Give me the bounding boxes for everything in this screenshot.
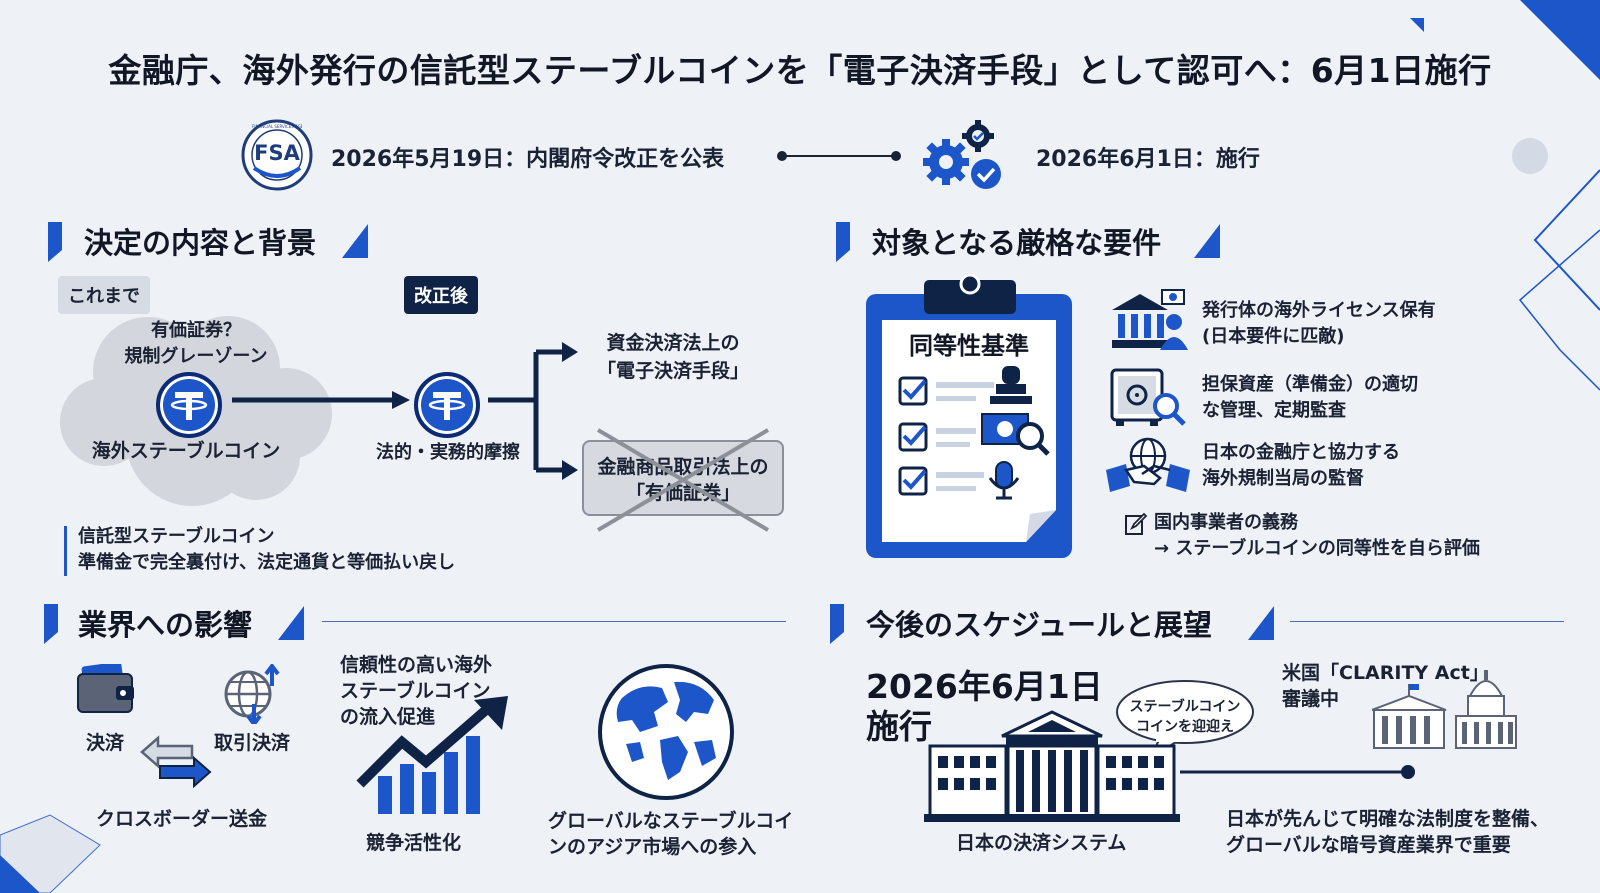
note-bar [64, 526, 67, 576]
sec2-title: 対象となる厳格な要件 [872, 226, 1162, 260]
rejected-cross-mark [596, 428, 770, 532]
timeline-connector [777, 151, 901, 161]
note-line-2: 準備金で完全裏付け、法定通貨と等価払い戻し [78, 552, 456, 573]
date-announce: 2026年5月19日：内閣府令改正を公表 [331, 147, 725, 172]
coin-label: 海外ステーブルコイン [91, 440, 281, 462]
sec4-title: 今後のスケジュールと展望 [866, 608, 1212, 642]
sec3-marker [44, 604, 58, 644]
global-line2: ンのアジア市場への参入 [548, 836, 757, 858]
fsa-logo [241, 119, 313, 191]
req1-line2: (日本要件に匹敵) [1202, 326, 1345, 347]
duty-line1: 国内事業者の義務 [1154, 512, 1298, 533]
cloud-text-2: 規制グレーゾーン [124, 346, 268, 367]
sec2-title-triangle [1194, 224, 1220, 258]
sec4-title-triangle [1248, 606, 1274, 640]
fsa-logo-ring-text: FINANCIAL SERVICES AGENCY [252, 124, 302, 129]
board-title: 同等性基準 [909, 332, 1029, 360]
result-emoney-2: 「電子決済手段」 [596, 360, 749, 382]
duty-line2: → ステーブルコインの同等性を自ら評価 [1154, 538, 1480, 559]
impact-trade: 取引決済 [214, 732, 291, 754]
result-emoney-1: 資金決済法上の [606, 332, 740, 354]
tag-after: 改正後 [404, 276, 478, 314]
note-line-1: 信託型ステーブルコイン [78, 526, 275, 547]
inflow-line1: 信頼性の高い海外 [340, 654, 493, 676]
stablecoin-icon-after [414, 372, 480, 438]
sec3-divider [322, 621, 786, 622]
sec4-divider [1290, 621, 1564, 622]
jp-system-label: 日本の決済システム [956, 832, 1127, 854]
cloud-text-1: 有価証券？ [151, 320, 241, 341]
bubble-line2: コインを迎迎え [1136, 719, 1234, 735]
fsa-logo-text: FSA [254, 141, 300, 165]
inflow-line2: ステーブルコイン [340, 680, 491, 702]
req2-line1: 担保資産（準備金）の適切 [1202, 374, 1418, 395]
jp-building-icon [924, 710, 1180, 822]
wallet-icon [77, 664, 134, 713]
flow-branch-arrows [488, 342, 578, 480]
impact-payment: 決済 [86, 732, 125, 754]
bank-license-icon [1112, 289, 1188, 350]
req2-line2: な管理、定期監査 [1202, 400, 1346, 421]
flow-arrow-1 [232, 391, 410, 409]
growth-chart-icon [356, 696, 508, 814]
sec3-title-triangle [278, 606, 304, 640]
friction-label: 法的・実務的摩擦 [376, 442, 520, 463]
stablecoin-icon-before [156, 372, 222, 438]
bubble-line1: ステーブルコイン [1129, 699, 1241, 715]
sec4-marker [830, 604, 844, 644]
result-security-1: 金融商品取引法上の [597, 456, 769, 478]
gears-check-icon [923, 120, 1001, 189]
world-globe-icon [598, 664, 734, 800]
us-capitol-icon [1372, 670, 1517, 749]
us-act-line1: 米国「CLARITY Act」 [1282, 662, 1489, 684]
edit-icon [1125, 512, 1148, 535]
us-act-line2: 審議中 [1282, 688, 1340, 710]
sec1-title: 決定の内容と背景 [84, 226, 317, 260]
global-line1: グローバルなステーブルコイ [548, 810, 794, 832]
globe-exchange-icon [224, 664, 280, 724]
sec1-marker [48, 222, 62, 262]
swap-arrows-icon [140, 735, 212, 789]
date-enforce: 2026年6月1日：施行 [1036, 147, 1260, 172]
outlook-line2: グローバルな暗号資産業界で重要 [1226, 834, 1511, 856]
req3-line1: 日本の金融庁と協力する [1202, 442, 1400, 463]
sec1-title-triangle [342, 224, 368, 258]
globe-handshake-icon [1106, 437, 1190, 492]
sec3-title: 業界への影響 [78, 608, 253, 642]
speech-bubble [1116, 680, 1254, 760]
sec2-marker [836, 222, 850, 262]
outlook-line1: 日本が先んじて明確な法制度を整備、 [1226, 808, 1550, 830]
clipboard-icon [866, 274, 1072, 558]
safe-audit-icon [1110, 368, 1186, 426]
impact-competition: 競争活性化 [366, 832, 462, 854]
big-date-1: 2026年6月1日 [866, 667, 1103, 706]
timeline-line [1180, 765, 1415, 779]
page-title: 金融庁、海外発行の信託型ステーブルコインを「電子決済手段」として認可へ：6月1日… [108, 51, 1492, 90]
big-date-2: 施行 [866, 707, 932, 746]
tag-before: これまで [58, 276, 150, 314]
req3-line2: 海外規制当局の監督 [1202, 468, 1364, 489]
inflow-line3: の流入促進 [340, 706, 436, 728]
impact-crossborder: クロスボーダー送金 [96, 808, 268, 830]
req1-line1: 発行体の海外ライセンス保有 [1202, 300, 1436, 321]
